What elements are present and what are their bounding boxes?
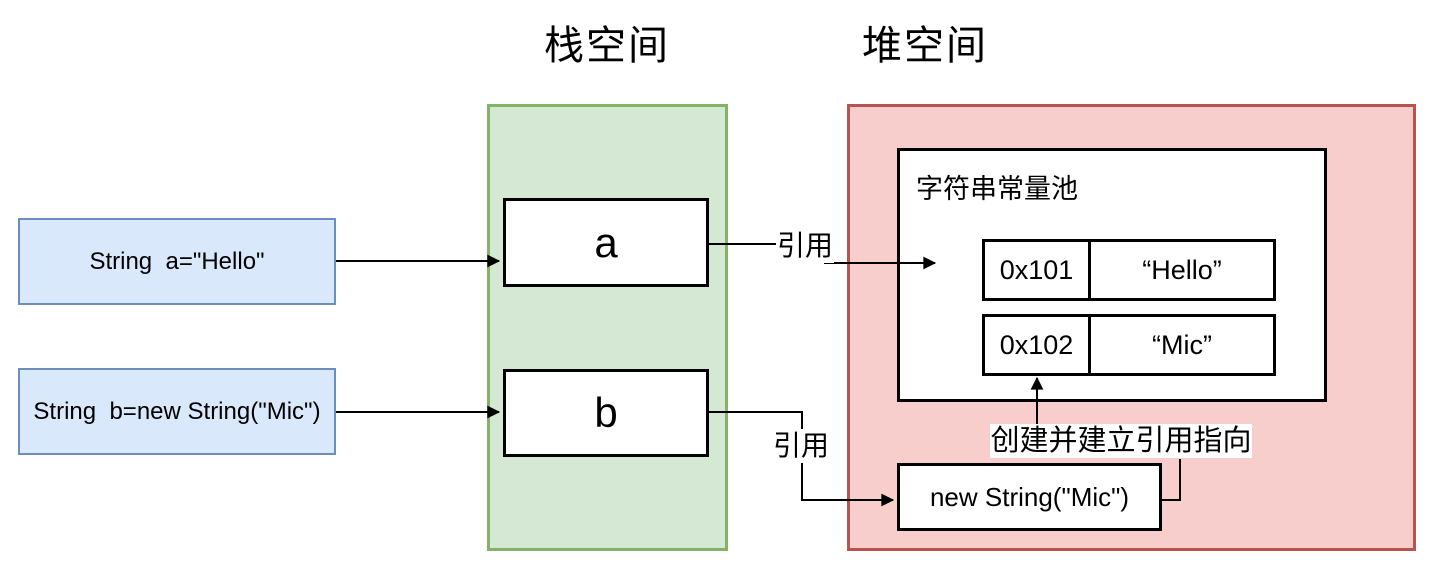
reference-label-a: 引用	[776, 229, 834, 263]
statement-box-b: String b=new String("Mic")	[18, 368, 336, 455]
pool-entry-mic: 0x102 “Mic”	[982, 314, 1276, 376]
wire-object-to-note	[1162, 459, 1181, 501]
statement-a-label: String a="Hello"	[89, 247, 265, 275]
create-reference-note: 创建并建立引用指向	[990, 424, 1252, 458]
pool-entry-mic-address: 0x102	[985, 317, 1091, 373]
pool-title: 字符串常量池	[916, 174, 1078, 204]
stack-slot-b: b	[503, 369, 709, 457]
stack-slot-a: a	[503, 198, 709, 287]
pool-entry-mic-value: “Mic”	[1152, 329, 1212, 360]
stack-region	[487, 104, 728, 551]
slot-b-label: b	[594, 389, 618, 436]
heap-object-label: new String("Mic")	[929, 481, 1130, 512]
stack-title: 栈空间	[544, 24, 670, 68]
string-constant-pool: 字符串常量池 0x101 “Hello” 0x102 “Mic”	[897, 148, 1327, 402]
pool-entry-hello: 0x101 “Hello”	[982, 239, 1276, 301]
statement-b-label: String b=new String("Mic")	[33, 397, 321, 425]
statement-box-a: String a="Hello"	[18, 218, 336, 305]
pool-entry-hello-address: 0x101	[985, 242, 1091, 298]
pool-entry-hello-value: “Hello”	[1142, 254, 1222, 285]
heap-object-box: new String("Mic")	[897, 463, 1162, 531]
heap-title: 堆空间	[862, 24, 988, 68]
reference-label-b: 引用	[772, 429, 830, 463]
slot-a-label: a	[594, 218, 618, 266]
